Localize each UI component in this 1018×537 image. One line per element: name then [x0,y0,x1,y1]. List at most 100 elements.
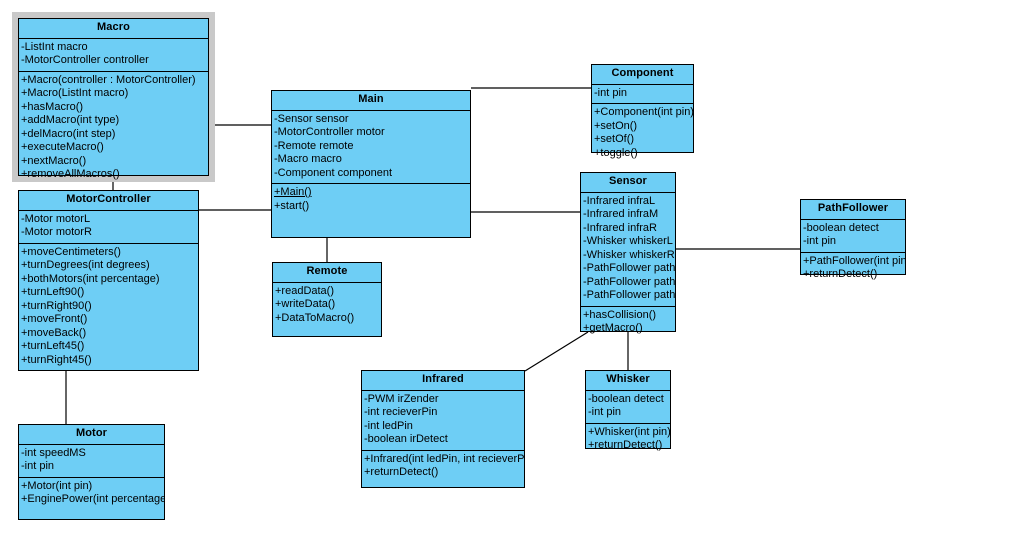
class-attributes-component: -int pin [592,85,693,104]
class-methods-motor: +Motor(int pin) +EnginePower(int percent… [19,478,164,510]
class-title-main: Main [272,91,470,111]
method-row: +Motor(int pin) [21,479,93,492]
method-row: +Whisker(int pin) [588,425,670,438]
attribute-row: -ListInt macro [21,40,88,53]
class-title-macro: Macro [19,19,208,39]
class-box-infrared[interactable]: Infrared -PWM irZender -int recieverPin … [361,370,525,488]
class-box-component[interactable]: Component -int pin +Component(int pin) +… [591,64,694,159]
attribute-row: -boolean detect [803,221,879,234]
method-row: +hasCollision() [583,308,657,321]
attribute-row: -int pin [21,460,55,472]
method-row: +setOf() [594,133,635,145]
class-title-remote: Remote [273,263,381,283]
attribute-row: -boolean irDetect [364,433,448,445]
method-row: +PathFollower(int pin) [803,254,905,267]
attribute-row: -int speedMS [21,446,86,459]
method-row-static: +Main() [274,186,312,198]
method-row: +getMacro() [583,322,643,334]
attribute-row: -PWM irZender [364,392,439,405]
method-row: +moveBack() [21,326,87,339]
class-attributes-whisker: -boolean detect -int pin [586,391,670,424]
method-row: +hasMacro() [21,100,84,113]
method-row: +addMacro(int type) [21,114,120,126]
class-box-macro[interactable]: Macro -ListInt macro -MotorController co… [18,18,209,180]
method-row: +turnLeft90() [21,286,85,298]
class-attributes-motorcontroller: -Motor motorL -Motor motorR [19,211,198,244]
method-row: +executeMacro() [21,141,104,153]
method-row: +nextMacro() [21,154,87,167]
class-methods-macro: +Macro(controller : MotorController) +Ma… [19,72,208,185]
attribute-row: -Whisker whiskerR [583,248,675,261]
class-title-whisker: Whisker [586,371,670,391]
class-box-sensor[interactable]: Sensor -Infrared infraL -Infrared infraM… [580,172,676,334]
attribute-row: -Whisker whiskerL [583,235,673,247]
attribute-row: -Infrared infraL [583,194,656,207]
attribute-row: -PathFollower pathR [583,289,675,301]
class-methods-pathfollower: +PathFollower(int pin) +returnDetect() [801,253,905,285]
class-title-pathfollower: PathFollower [801,200,905,220]
method-row: +turnRight90() [21,299,92,312]
class-methods-remote: +readData() +writeData() +DataToMacro() [273,283,381,329]
method-row: +returnDetect() [588,439,663,451]
class-methods-whisker: +Whisker(int pin) +returnDetect() [586,424,670,456]
attribute-row: -Infrared infraM [583,208,659,220]
method-row: +returnDetect() [803,268,878,280]
attribute-row: -Sensor sensor [274,112,349,125]
attribute-row: -Infrared infraR [583,221,657,234]
attribute-row: -PathFollower pathM [583,275,675,288]
method-row: +setOn() [594,119,638,132]
class-methods-component: +Component(int pin) +setOn() +setOf() +t… [592,104,693,163]
class-title-motor: Motor [19,425,164,445]
method-row: +DataToMacro() [275,311,355,324]
attribute-row: -int pin [594,86,628,99]
method-row: +toggle() [594,146,638,159]
attribute-row: -int ledPin [364,419,413,432]
class-box-motorcontroller[interactable]: MotorController -Motor motorL -Motor mot… [18,190,199,371]
method-row: +writeData() [275,298,336,310]
method-row: +EnginePower(int percentage) [21,493,164,505]
attribute-row: -MotorController controller [21,54,149,66]
attribute-row: -Remote remote [274,139,354,152]
method-row: +moveFront() [21,313,88,325]
method-row: +start() [274,199,310,212]
method-row: +delMacro(int step) [21,127,116,140]
class-title-component: Component [592,65,693,85]
class-title-motorcontroller: MotorController [19,191,198,211]
class-attributes-macro: -ListInt macro -MotorController controll… [19,39,208,72]
method-row: +turnRight45() [21,353,92,366]
class-attributes-main: -Sensor sensor -MotorController motor -R… [272,111,470,184]
class-box-remote[interactable]: Remote +readData() +writeData() +DataToM… [272,262,382,337]
attribute-row: -Motor motorR [21,226,92,238]
class-title-infrared: Infrared [362,371,524,391]
edge-sensor-infrared [524,331,589,372]
class-attributes-infrared: -PWM irZender -int recieverPin -int ledP… [362,391,524,451]
class-box-pathfollower[interactable]: PathFollower -boolean detect -int pin +P… [800,199,906,280]
method-row: +Infrared(int ledPin, int recieverPin) [364,452,524,465]
attribute-row: -int pin [588,406,622,418]
class-box-whisker[interactable]: Whisker -boolean detect -int pin +Whiske… [585,370,671,451]
attribute-row: -Component component [274,166,393,179]
class-box-motor[interactable]: Motor -int speedMS -int pin +Motor(int p… [18,424,165,520]
attribute-row: -Macro macro [274,153,342,165]
attribute-row: -MotorController motor [274,126,385,138]
class-methods-sensor: +hasCollision() +getMacro() [581,307,675,339]
attribute-row: -PathFollower pathL [583,262,675,274]
class-attributes-pathfollower: -boolean detect -int pin [801,220,905,253]
attribute-row: -Motor motorL [21,212,91,225]
method-row: +turnLeft45() [21,340,85,352]
method-row: +Macro(ListInt macro) [21,87,129,99]
attribute-row: -int recieverPin [364,406,438,418]
method-row: +Macro(controller : MotorController) [21,73,196,86]
method-row: +turnDegrees(int degrees) [21,259,150,271]
method-row: +Component(int pin) [594,106,693,118]
class-methods-infrared: +Infrared(int ledPin, int recieverPin) +… [362,451,524,483]
class-title-sensor: Sensor [581,173,675,193]
class-box-main[interactable]: Main -Sensor sensor -MotorController mot… [271,90,471,238]
method-row: +bothMotors(int percentage) [21,272,160,285]
class-attributes-sensor: -Infrared infraL -Infrared infraM -Infra… [581,193,675,307]
method-row: +returnDetect() [364,466,439,478]
method-row: +readData() [275,284,335,297]
method-row: +removeAllMacros() [21,168,120,180]
class-methods-motorcontroller: +moveCentimeters() +turnDegrees(int degr… [19,244,198,371]
